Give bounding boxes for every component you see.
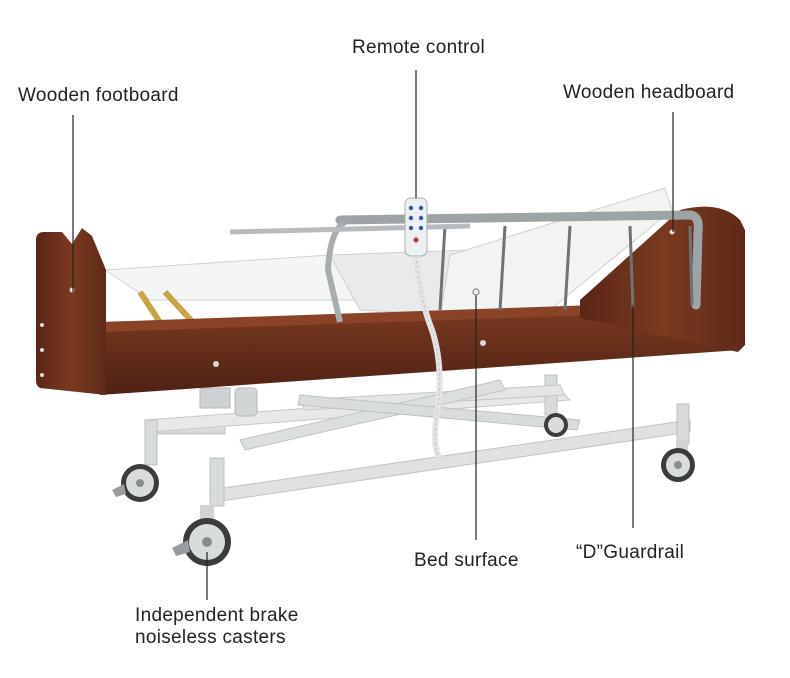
caster-rear-left xyxy=(112,464,159,502)
caster-rear-right xyxy=(661,440,695,482)
label-casters-line1: Independent brake xyxy=(135,605,299,626)
leader-lines xyxy=(72,70,674,600)
label-remote-control: Remote control xyxy=(352,37,486,58)
base-frame xyxy=(144,374,691,507)
label-bed-surface: Bed surface xyxy=(414,550,519,571)
label-wooden-footboard: Wooden footboard xyxy=(18,85,179,106)
label-d-guardrail: “D”Guardrail xyxy=(576,542,685,563)
label-wooden-headboard: Wooden headboard xyxy=(563,82,735,103)
caster-front-right xyxy=(544,413,568,437)
remote-control xyxy=(404,197,443,460)
caster-front-left xyxy=(172,505,231,566)
label-casters-line2: noiseless casters xyxy=(135,627,286,648)
label-casters: Independent brake noiseless casters xyxy=(135,605,299,649)
wooden-footboard xyxy=(36,228,106,395)
d-guardrail xyxy=(229,210,703,323)
